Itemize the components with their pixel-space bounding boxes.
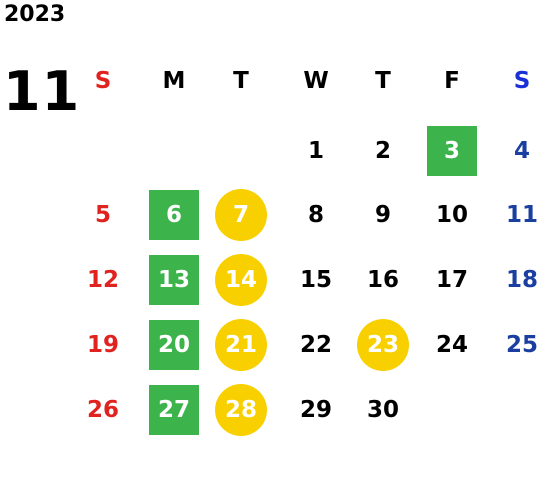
day-number: 1 (307, 138, 324, 164)
day-number: 28 (224, 397, 257, 423)
day-number: 11 (505, 202, 538, 228)
day-number: 10 (435, 202, 468, 228)
day-cell[interactable]: 11 (492, 189, 548, 241)
weekday-header: W (303, 68, 329, 94)
month-label: 11 (3, 60, 81, 123)
day-number: 2 (374, 138, 391, 164)
day-cell[interactable]: 1 (286, 125, 346, 177)
day-cell[interactable]: 24 (422, 319, 482, 371)
weekday-header: S (513, 68, 531, 94)
day-cell[interactable]: 14 (211, 254, 271, 306)
day-number: 16 (366, 267, 399, 293)
day-cell[interactable]: 13 (144, 254, 204, 306)
day-number: 30 (366, 397, 399, 423)
day-number: 12 (86, 267, 119, 293)
day-number: 4 (513, 138, 530, 164)
day-cell[interactable]: 27 (144, 384, 204, 436)
day-cell[interactable]: 29 (286, 384, 346, 436)
day-number: 19 (86, 332, 119, 358)
day-number: 8 (307, 202, 324, 228)
day-number: 17 (435, 267, 468, 293)
weekday-header: T (375, 68, 391, 94)
day-number: 23 (366, 332, 399, 358)
day-cell[interactable]: 30 (353, 384, 413, 436)
day-number: 15 (299, 267, 332, 293)
day-cell[interactable]: 6 (144, 189, 204, 241)
weekday-header: S (94, 68, 112, 94)
day-cell[interactable]: 21 (211, 319, 271, 371)
day-cell[interactable]: 19 (73, 319, 133, 371)
day-number: 3 (443, 138, 460, 164)
day-number: 27 (157, 397, 190, 423)
day-number: 20 (157, 332, 190, 358)
day-number: 7 (232, 202, 249, 228)
day-cell[interactable]: 28 (211, 384, 271, 436)
day-number: 9 (374, 202, 391, 228)
day-number: 14 (224, 267, 257, 293)
day-cell[interactable]: 12 (73, 254, 133, 306)
day-number: 29 (299, 397, 332, 423)
day-cell[interactable]: 18 (492, 254, 548, 306)
day-cell[interactable]: 8 (286, 189, 346, 241)
day-cell[interactable]: 5 (73, 189, 133, 241)
day-cell[interactable]: 4 (492, 125, 548, 177)
day-cell[interactable]: 16 (353, 254, 413, 306)
day-number: 5 (94, 202, 111, 228)
day-cell[interactable]: 25 (492, 319, 548, 371)
day-cell[interactable]: 2 (353, 125, 413, 177)
weekday-header: F (444, 68, 460, 94)
day-cell[interactable]: 20 (144, 319, 204, 371)
day-cell[interactable]: 7 (211, 189, 271, 241)
day-cell[interactable]: 10 (422, 189, 482, 241)
day-number: 26 (86, 397, 119, 423)
weekday-header: T (233, 68, 249, 94)
day-number: 18 (505, 267, 538, 293)
day-number: 6 (165, 202, 182, 228)
day-cell[interactable]: 15 (286, 254, 346, 306)
day-number: 13 (157, 267, 190, 293)
day-cell[interactable]: 3 (422, 125, 482, 177)
day-number: 24 (435, 332, 468, 358)
day-cell[interactable]: 17 (422, 254, 482, 306)
day-cell[interactable]: 26 (73, 384, 133, 436)
day-cell[interactable]: 22 (286, 319, 346, 371)
day-number: 25 (505, 332, 538, 358)
year-label: 2023 (4, 2, 66, 27)
day-number: 22 (299, 332, 332, 358)
day-number: 21 (224, 332, 257, 358)
day-cell[interactable]: 23 (353, 319, 413, 371)
day-cell[interactable]: 9 (353, 189, 413, 241)
weekday-header: M (162, 68, 186, 94)
